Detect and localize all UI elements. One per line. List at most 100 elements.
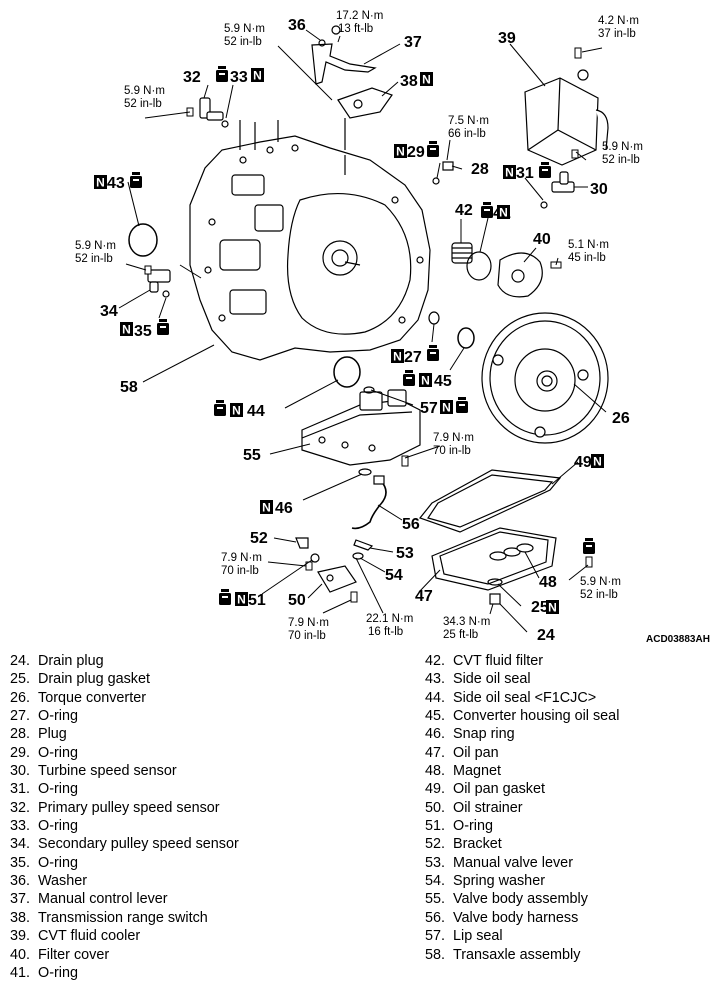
part-number: 27.: [10, 708, 31, 725]
callout-43: 43: [107, 175, 125, 192]
torque-spec-nm: 7.9 N·m: [433, 432, 474, 444]
callout-47: 47: [415, 588, 433, 605]
part-name: Magnet: [453, 763, 501, 780]
parts-list-item: 54.Spring washer: [425, 872, 619, 890]
parts-list-item: 42.CVT fluid filter: [425, 652, 619, 670]
parts-list-item: 43.Side oil seal: [425, 670, 619, 688]
callout-54: 54: [385, 567, 403, 584]
torque-spec-nm: 7.9 N·m: [221, 552, 262, 564]
part-number: 43.: [425, 671, 446, 688]
torque-spec-imperial: 16 ft-lb: [368, 626, 403, 638]
torque-spec-nm: 7.9 N·m: [288, 617, 329, 629]
callout-53: 53: [396, 545, 414, 562]
parts-list-item: 33.O-ring: [10, 817, 239, 835]
range-switch-drawing: [337, 87, 393, 150]
part-number: 51.: [425, 818, 446, 835]
cvt-fluid-cooler-drawing: [524, 69, 609, 166]
parts-list-item: 41.O-ring: [10, 964, 239, 982]
part-name: Washer: [38, 873, 88, 890]
callout-numbers: 24 25 26 27 28 29 30 31 32 33 34 35 36 3…: [100, 17, 630, 644]
parts-list-item: 35.O-ring: [10, 854, 239, 872]
oil-strainer-drawing: [317, 565, 357, 593]
parts-list-item: 26. Torque converter: [10, 689, 239, 707]
part-name: Side oil seal <F1CJC>: [453, 689, 597, 706]
part-name: O-ring: [38, 964, 78, 981]
part-number: 45.: [425, 708, 446, 725]
parts-list-item: 52.Bracket: [425, 835, 619, 853]
parts-list-item: 56. Valve body harness: [425, 909, 619, 927]
valve-body-drawing: [301, 389, 421, 466]
callout-44: 44: [247, 403, 265, 420]
callout-50: 50: [288, 592, 306, 609]
callout-36: 36: [288, 17, 306, 34]
torque-spec-imperial: 52 in-lb: [224, 36, 262, 48]
callout-25: 25: [531, 599, 549, 616]
parts-list-item: 55.Valve body assembly: [425, 890, 619, 908]
torque-spec-imperial: 70 in-lb: [433, 445, 471, 457]
parts-list-item: 24.Drain plug: [10, 652, 239, 670]
torque-spec-imperial: 52 in-lb: [75, 253, 113, 265]
oil-pan-gasket-drawing: [419, 469, 562, 533]
part-number: 29.: [10, 744, 31, 761]
parts-list-item: 30.Turbine speed sensor: [10, 762, 239, 780]
callout-57: 57: [420, 400, 438, 417]
part-name: Filter cover: [38, 946, 110, 963]
lip-seal-drawing: [363, 386, 375, 394]
torque-converter-drawing: [481, 312, 609, 444]
torque-spec-nm: 4.2 N·m: [598, 15, 639, 27]
part-number: 50.: [425, 799, 446, 816]
parts-list-item: 38.Transmission range switch: [10, 909, 239, 927]
part-number: 33.: [10, 818, 31, 835]
spring-washer-drawing: [352, 552, 364, 560]
parts-list-item: 32.Primary pulley speed sensor: [10, 799, 239, 817]
parts-list-item: 36.Washer: [10, 872, 239, 890]
callout-29: 29: [407, 144, 425, 161]
bolts: [144, 47, 593, 603]
part-number: 32.: [10, 799, 31, 816]
callout-56: 56: [402, 516, 420, 533]
manual-valve-lever-drawing: [353, 539, 374, 551]
part-name: Valve body assembly: [453, 891, 588, 908]
torque-spec-imperial: 52 in-lb: [580, 589, 618, 601]
torque-spec-imperial: 37 in-lb: [598, 28, 636, 40]
part-name: Manual control lever: [38, 891, 168, 908]
torque-specs: 5.9 N·m 52 in-lb 17.2 N·m 13 ft-lb 5.9 N…: [75, 10, 643, 642]
torque-spec-imperial: 45 in-lb: [568, 252, 606, 264]
callout-38: 38: [400, 73, 418, 90]
o-ring-51-drawing: [310, 553, 320, 563]
part-number: 49.: [425, 781, 446, 798]
part-name: Spring washer: [453, 873, 545, 890]
parts-list-item: 39.CVT fluid cooler: [10, 927, 239, 945]
drain-plug-drawing: [487, 578, 503, 605]
torque-spec-imperial: 70 in-lb: [288, 630, 326, 642]
snap-ring-46-drawing: [358, 468, 372, 476]
side-oil-seal-44-drawing: [333, 356, 361, 388]
part-name: Valve body harness: [453, 909, 579, 926]
part-number: 58.: [425, 946, 446, 963]
part-number: 48.: [425, 763, 446, 780]
torque-spec-imperial: 52 in-lb: [124, 98, 162, 110]
torque-spec-nm: 5.1 N·m: [568, 239, 609, 251]
part-name: Turbine speed sensor: [38, 763, 177, 780]
part-number: 56.: [425, 909, 446, 926]
part-name: O-ring: [38, 708, 78, 725]
callout-40: 40: [533, 231, 551, 248]
parts-list-item: 37.Manual control lever: [10, 890, 239, 908]
torque-spec-nm: 22.1 N·m: [366, 613, 413, 625]
torque-spec-nm: 5.9 N·m: [224, 23, 265, 35]
parts-list-item: 47.Oil pan: [425, 744, 619, 762]
part-name: Bracket: [453, 836, 502, 853]
leader-lines: [118, 29, 607, 633]
callout-35: 35: [134, 323, 152, 340]
callout-45: 45: [434, 373, 452, 390]
part-number: 44.: [425, 689, 446, 706]
parts-list-item: 25.Drain plug gasket: [10, 670, 239, 688]
part-number: 26.: [10, 689, 31, 706]
callout-51: 51: [248, 592, 266, 609]
part-number: 35.: [10, 854, 31, 871]
part-name: Snap ring: [453, 726, 515, 743]
part-name: Torque converter: [38, 689, 146, 706]
parts-list-item: 57.Lip seal: [425, 927, 619, 945]
parts-list-item: 27. O-ring: [10, 707, 239, 725]
